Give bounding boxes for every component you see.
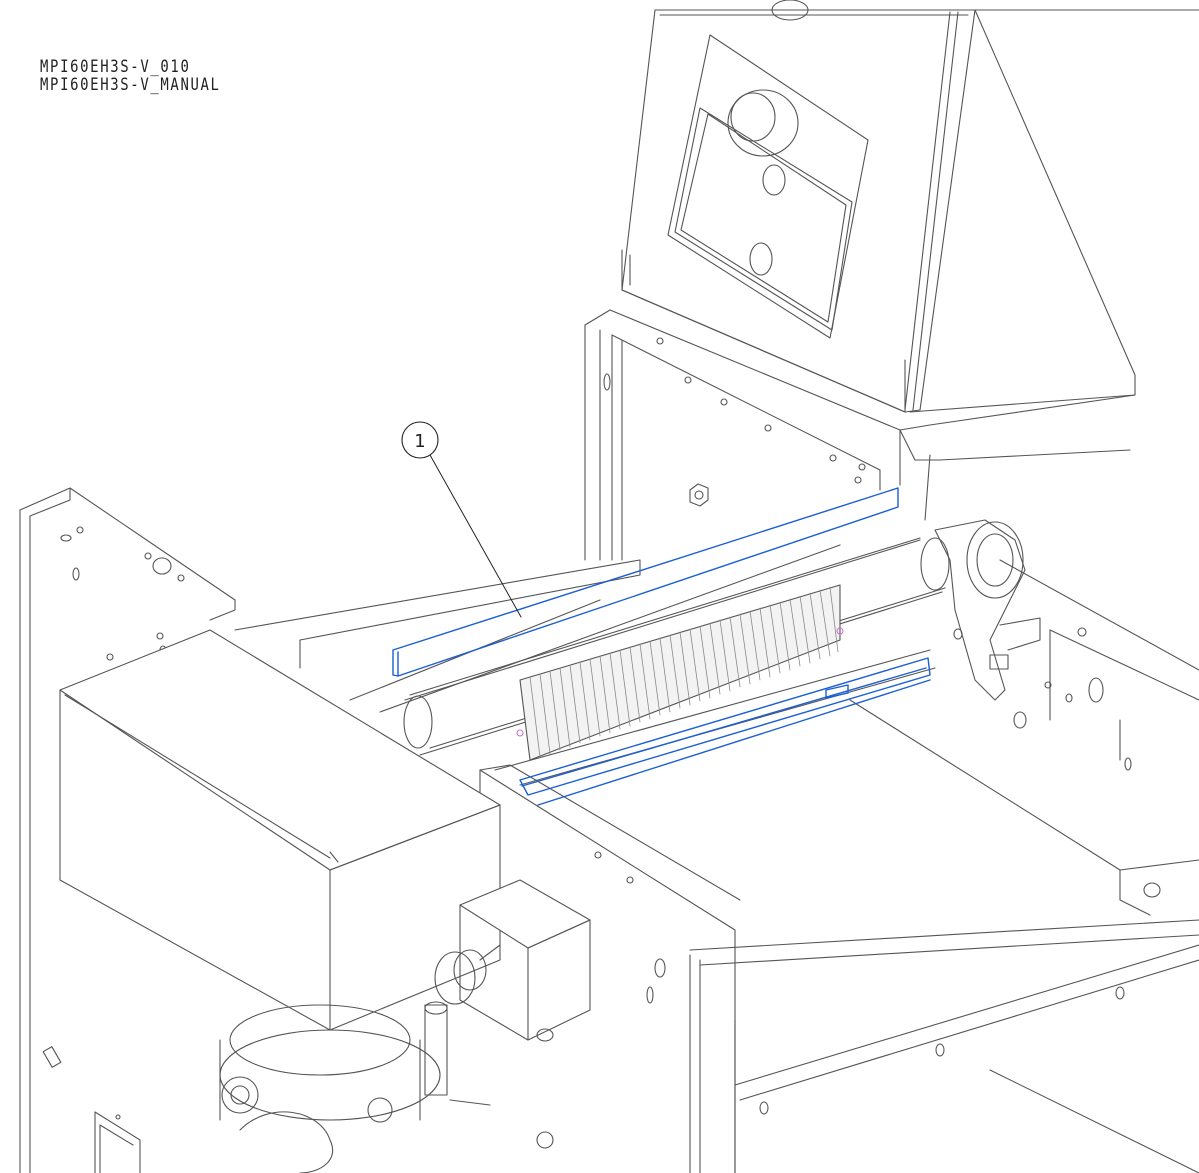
upper-housing (621, 0, 1199, 413)
callout-leader-line (429, 454, 522, 618)
knob-block (434, 879, 591, 1042)
part-number: MPI60EH3S-V_010 (40, 57, 191, 77)
manual-reference: MPI60EH3S-V_MANUAL (40, 75, 221, 95)
front-vertical-frame (479, 764, 741, 1173)
lower-mechanism (219, 1001, 554, 1173)
right-bearing-bracket (934, 519, 1041, 729)
right-frame (849, 559, 1199, 1000)
callout-balloon (401, 421, 439, 459)
front-base-plate (689, 919, 1199, 1173)
highlighted-guide-strips (392, 487, 931, 806)
left-side-plate (19, 487, 236, 1173)
roller-assembly (403, 537, 950, 761)
callout-number: 1 (414, 431, 425, 452)
document-identifiers: MPI60EH3S-V_010 MPI60EH3S-V_MANUAL (40, 58, 221, 94)
motor-housing (59, 629, 501, 1031)
callout-1: 1 (401, 421, 522, 618)
rear-frame (584, 309, 1136, 561)
